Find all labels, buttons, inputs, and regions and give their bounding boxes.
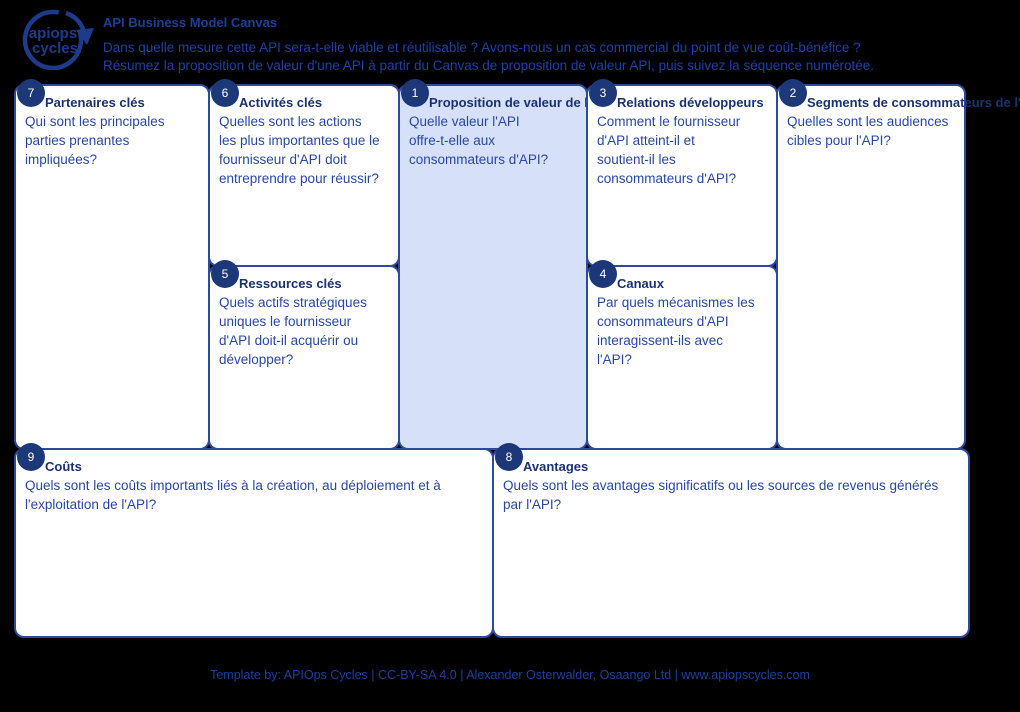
step-badge-8: 8 (495, 443, 523, 471)
step-badge-4: 4 (589, 260, 617, 288)
box-title-activites-cles: Activités clés (239, 95, 323, 110)
canvas-box-ressources-cles: 5 Ressources clés Quels actifs stratégiq… (208, 260, 400, 450)
box-title-segments-consommateurs: Segments de consommateurs de l'API (807, 95, 1020, 110)
header: API Business Model Canvas Dans quelle me… (103, 15, 874, 75)
canvas-box-activites-cles: 6 Activités clés Quelles sont les action… (208, 79, 400, 267)
canvas-box-couts: 9 Coûts Quels sont les coûts importants … (14, 443, 494, 638)
box-question-couts: Quels sont les coûts importants liés à l… (25, 478, 441, 512)
canvas-box-avantages: 8 Avantages Quels sont les avantages sig… (492, 443, 970, 638)
attribution-footer: Template by: APIOps Cycles | CC-BY-SA 4.… (210, 668, 810, 682)
canvas-box-canaux: 4 Canaux Par quels mécanismes les consom… (586, 260, 778, 450)
box-question-activites-cles: Quelles sont les actions les plus import… (219, 114, 380, 186)
box-title-relations-developpeurs: Relations développeurs (617, 95, 764, 110)
header-instruction-line: Résumez la proposition de valeur d'une A… (103, 58, 875, 73)
step-badge-9: 9 (17, 443, 45, 471)
logo-text-line1: apiops (29, 25, 77, 42)
box-question-avantages: Quels sont les avantages significatifs o… (503, 478, 939, 512)
box-title-canaux: Canaux (617, 276, 664, 291)
box-title-partenaires-cles: Partenaires clés (45, 95, 145, 110)
page-title: API Business Model Canvas (103, 15, 278, 30)
box-question-relations-developpeurs: Comment le fournisseur d'API atteint-il … (597, 114, 741, 186)
canvas-box-segments-consommateurs: 2 Segments de consommateurs de l'API Que… (776, 79, 1020, 450)
step-badge-3: 3 (589, 79, 617, 107)
canvas-box-partenaires-cles: 7 Partenaires clés Qui sont les principa… (14, 79, 210, 450)
step-badge-6: 6 (211, 79, 239, 107)
step-badge-1: 1 (401, 79, 429, 107)
apiops-cycles-logo: apiops cycles (22, 9, 94, 70)
box-question-partenaires-cles: Qui sont les principales parties prenant… (25, 114, 165, 167)
step-badge-7: 7 (17, 79, 45, 107)
header-question-line: Dans quelle mesure cette API sera-t-elle… (103, 40, 861, 55)
logo-text-line2: cycles (32, 40, 78, 57)
step-badge-2: 2 (779, 79, 807, 107)
step-badge-5: 5 (211, 260, 239, 288)
canvas-box-relations-developpeurs: 3 Relations développeurs Comment le four… (586, 79, 778, 267)
box-question-canaux: Par quels mécanismes les consommateurs d… (597, 295, 755, 367)
canvas-box-proposition-de-valeur: 1 Proposition de valeur de l'API Quelle … (398, 79, 588, 450)
box-title-proposition-de-valeur: Proposition de valeur de l'API (429, 95, 586, 110)
box-title-ressources-cles: Ressources clés (239, 276, 342, 291)
box-question-ressources-cles: Quels actifs stratégiques uniques le fou… (219, 295, 367, 367)
box-title-couts: Coûts (45, 459, 82, 474)
box-question-proposition-de-valeur: Quelle valeur l'API offre-t-elle aux con… (409, 114, 549, 167)
box-question-segments-consommateurs: Quelles sont les audiences cibles pour l… (787, 114, 949, 148)
box-title-avantages: Avantages (523, 459, 589, 474)
